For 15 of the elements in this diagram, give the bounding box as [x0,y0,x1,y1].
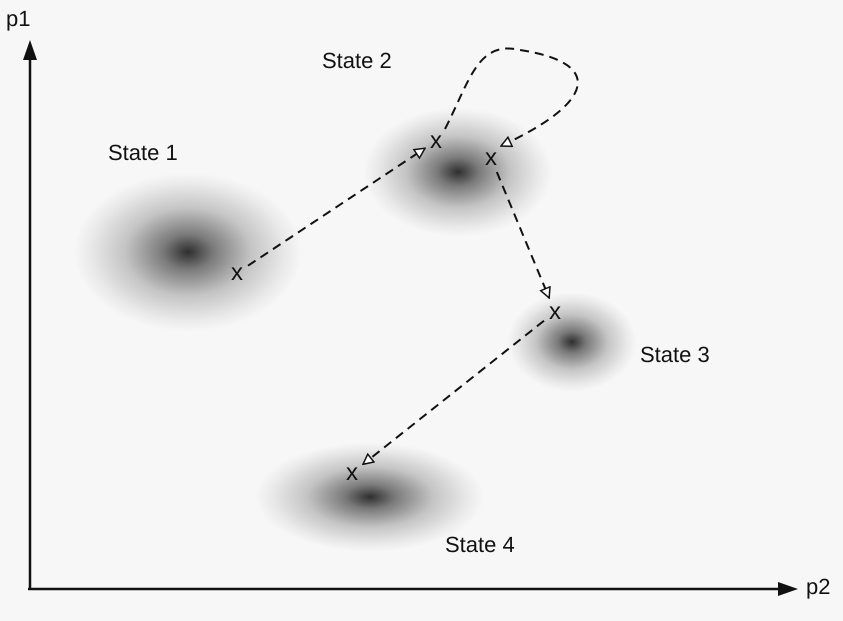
sample-mark: x [547,301,563,323]
axis-label: p1 [6,6,30,32]
sample-mark: x [344,462,360,484]
sample-mark: x [483,147,499,169]
sample-mark: x [428,130,444,152]
sample-mark: x [229,262,245,284]
state-label: State 4 [445,531,515,559]
axis-label: p2 [806,574,830,600]
dashed-arrow [247,147,426,267]
state-label: State 2 [322,47,392,75]
dashed-arrow [496,172,551,299]
state-label: State 1 [108,139,178,167]
state-label: State 3 [640,341,710,369]
dashed-arrow [444,48,578,147]
dashed-arrow [362,320,545,466]
